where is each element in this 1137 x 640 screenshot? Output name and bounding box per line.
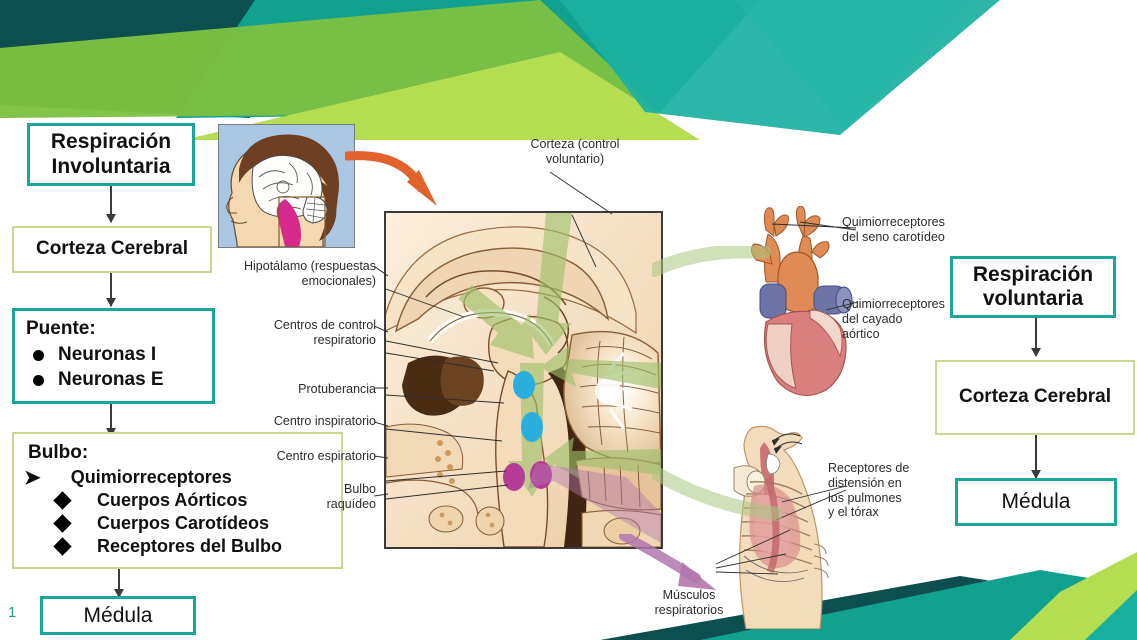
marker-blue-upper xyxy=(513,371,535,399)
label-centros-control: Centros de control respiratorio xyxy=(273,318,376,347)
box-respiracion-voluntaria[interactable]: Respiración voluntaria xyxy=(950,256,1116,318)
label-musculos-respiratorios: Músculos respiratorios xyxy=(654,588,724,617)
head-illustration xyxy=(219,125,354,247)
list-item: Receptores del Bulbo xyxy=(14,536,341,557)
bottom-decoration-banner xyxy=(600,552,1137,640)
connector-left-2 xyxy=(106,273,116,307)
label-corteza: Corteza (control voluntario) xyxy=(530,137,620,166)
green-afferent-arrow-heart xyxy=(652,246,771,277)
heart-illustration xyxy=(750,206,858,397)
box-puente-item-label: Neuronas I xyxy=(58,344,157,366)
label-quimiorreceptores-cayado: Quimiorreceptores del cayado aórtico xyxy=(842,297,945,341)
box-bulbo-list: ➤ Quimiorreceptores Cuerpos Aórticos Cue… xyxy=(14,467,341,557)
bullet-dot-icon xyxy=(33,349,44,361)
arrowhead-icon xyxy=(1031,470,1041,479)
bullet-diamond-icon xyxy=(53,491,72,510)
box-bulbo-title: Bulbo: xyxy=(28,442,89,463)
list-item: Cuerpos Aórticos xyxy=(14,490,341,511)
arrowhead-icon xyxy=(106,298,116,307)
connector-left-4 xyxy=(114,569,124,598)
figure-heart xyxy=(748,206,858,406)
label-receptores-distension: Receptores de distensión en los pulmones… xyxy=(828,461,910,520)
box-respiracion-involuntaria-label: Respiración Involuntaria xyxy=(50,130,172,178)
box-puente-title: Puente: xyxy=(26,318,96,339)
box-medula-left-label: Médula xyxy=(83,603,153,627)
box-bulbo-sub-label: Quimiorreceptores xyxy=(70,467,232,488)
label-quimiorreceptores-seno: Quimiorreceptores del seno carotídeo xyxy=(842,215,945,244)
box-respiracion-involuntaria[interactable]: Respiración Involuntaria xyxy=(27,123,195,186)
list-item: Neuronas I xyxy=(15,344,212,366)
banner-shape-lime xyxy=(183,52,700,140)
orange-pointer-arrow xyxy=(345,151,437,206)
arrowhead-icon xyxy=(1031,348,1041,357)
box-bulbo-item-label: Cuerpos Aórticos xyxy=(97,490,248,511)
leader-line-corteza xyxy=(549,171,613,215)
connector-right-1 xyxy=(1031,318,1041,357)
list-item: ➤ Quimiorreceptores xyxy=(14,467,341,488)
list-item: Cuerpos Carotídeos xyxy=(14,513,341,534)
marker-magenta-left xyxy=(503,463,525,491)
list-item: Neuronas E xyxy=(15,369,212,391)
banner-shape-teal-accent xyxy=(735,0,975,128)
box-medula-right-label: Médula xyxy=(1001,490,1071,513)
box-medula-left[interactable]: Médula xyxy=(40,596,196,635)
box-corteza-cerebral-left-label: Corteza Cerebral xyxy=(35,238,189,260)
figure-brain-sagittal-main xyxy=(384,211,663,549)
footer-shape-lime xyxy=(1010,552,1137,640)
box-corteza-cerebral-right[interactable]: Corteza Cerebral xyxy=(935,360,1135,435)
label-centro-espiratorio: Centro espiratorio xyxy=(276,449,376,463)
label-protuberancia: Protuberancia xyxy=(298,382,376,396)
box-puente[interactable]: Puente: Neuronas I Neuronas E xyxy=(12,308,215,404)
box-respiracion-voluntaria-label: Respiración voluntaria xyxy=(972,262,1094,310)
label-bulbo-raquideo: Bulbo raquídeo xyxy=(326,482,376,511)
box-puente-item-label: Neuronas E xyxy=(58,369,164,391)
box-corteza-cerebral-right-label: Corteza Cerebral xyxy=(958,386,1112,408)
footer-shape-teal-small xyxy=(1085,590,1137,640)
arrow-right-icon: ➤ xyxy=(24,466,41,489)
marker-blue-lower xyxy=(521,412,543,442)
connector-left-1 xyxy=(106,186,116,223)
bullet-diamond-icon xyxy=(53,514,72,533)
page-number: 1 xyxy=(8,604,17,621)
marker-magenta-right xyxy=(530,461,552,489)
top-decoration-banner xyxy=(0,0,1000,140)
bullet-diamond-icon xyxy=(53,537,72,556)
purple-efferent-arrow xyxy=(619,534,716,590)
connector-right-2 xyxy=(1031,435,1041,479)
figure-head-sagittal xyxy=(218,124,355,248)
arrowhead-icon xyxy=(106,214,116,223)
box-corteza-cerebral-left[interactable]: Corteza Cerebral xyxy=(12,226,212,273)
box-bulbo-item-label: Receptores del Bulbo xyxy=(97,536,283,557)
brain-sagittal-illustration xyxy=(386,213,661,547)
box-puente-list: Neuronas I Neuronas E xyxy=(15,344,212,391)
purple-arrow-overlay xyxy=(528,463,661,543)
box-medula-right[interactable]: Médula xyxy=(955,478,1117,526)
arrowhead-icon xyxy=(114,589,124,598)
green-afferent-arrow-torso xyxy=(652,465,782,521)
label-centro-inspiratorio: Centro inspiratorio xyxy=(273,414,376,428)
bullet-dot-icon xyxy=(33,374,44,386)
box-bulbo[interactable]: Bulbo: ➤ Quimiorreceptores Cuerpos Aórti… xyxy=(12,432,343,569)
label-hipotalamo: Hipotálamo (respuestas emocionales) xyxy=(243,259,376,288)
leader-lines-left-labels xyxy=(374,265,388,497)
box-bulbo-item-label: Cuerpos Carotídeos xyxy=(97,513,270,534)
